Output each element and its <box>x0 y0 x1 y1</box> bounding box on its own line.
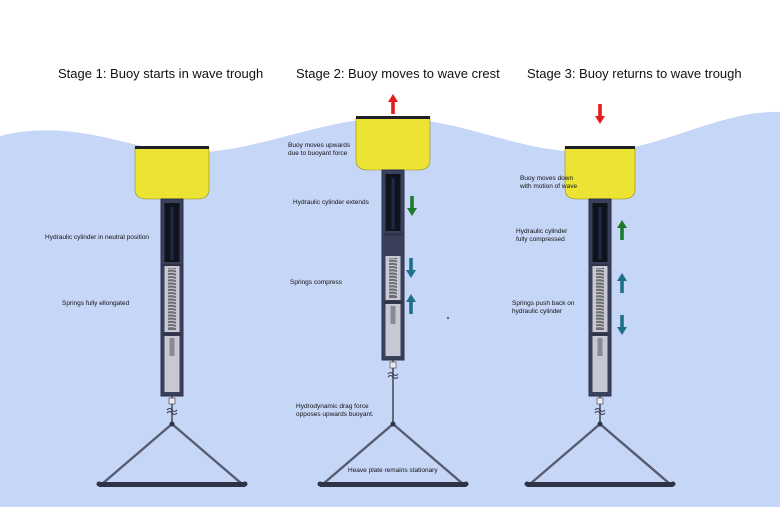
heave-plate-3 <box>527 482 673 487</box>
lower-piston-2 <box>390 306 396 324</box>
device-stage-2 <box>317 94 469 487</box>
tether-break-3 <box>594 408 606 415</box>
lower-piston-3 <box>597 338 603 356</box>
arrow-up-icon <box>617 220 627 240</box>
cylinder-divider-3 <box>591 264 609 267</box>
piston-rod-2 <box>391 178 395 229</box>
stage-1-cylinder-label: Hydraulic cylinder in neutral position <box>45 234 150 241</box>
plate-corner-1-2 <box>242 481 248 487</box>
tether-clip-1 <box>168 397 176 405</box>
buoy-cap-1 <box>135 146 209 149</box>
tether-break-1 <box>166 408 178 415</box>
spring-plate-1 <box>163 333 181 336</box>
plate-legs-1 <box>101 423 243 485</box>
lower-piston-1 <box>169 338 175 356</box>
plate-hub-3 <box>597 421 603 427</box>
buoy-cap-2 <box>356 116 430 119</box>
device-stage-3 <box>524 104 676 487</box>
arrow-up-icon <box>617 273 627 293</box>
buoy-cap-3 <box>565 146 635 149</box>
arrow-down-icon <box>406 258 416 278</box>
plate-corner-3-1 <box>524 481 530 487</box>
stage-1-title: Stage 1: Buoy starts in wave trough <box>58 66 264 81</box>
buoy-1 <box>134 147 210 200</box>
lower-chamber-3 <box>592 336 608 392</box>
buoy-3 <box>564 147 636 200</box>
springs-2 <box>386 258 400 298</box>
plate-hub-2 <box>390 421 396 427</box>
arrow-down-icon <box>595 104 605 124</box>
cylinder-divider-2 <box>384 233 402 236</box>
spring-plate-3 <box>591 333 609 336</box>
stage-2-drag-label: Hydrodynamic drag force opposes upwards … <box>296 403 374 418</box>
piston-rod-1 <box>170 207 174 260</box>
plate-legs-3 <box>529 423 671 485</box>
tether-break-2 <box>387 372 399 379</box>
tether-clip-3 <box>596 397 604 405</box>
plate-hub-1 <box>169 421 175 427</box>
stage-3-springs-label: Springs push back on hydraulic cylinder <box>512 300 575 315</box>
stage-1-springs-label: Springs fully ellongated <box>62 300 130 307</box>
cylinder-divider-1 <box>163 264 181 267</box>
lower-chamber-2 <box>385 304 401 356</box>
plate-corner-2-1 <box>317 481 323 487</box>
heave-plate-2 <box>320 482 466 487</box>
stage-2-plate-label: Heave plate remains stationary <box>348 467 438 474</box>
arrow-up-icon <box>406 294 416 314</box>
buoy-2 <box>355 117 431 171</box>
heave-plate-1 <box>99 482 245 487</box>
plate-corner-1-1 <box>96 481 102 487</box>
arrow-up-icon <box>388 94 398 114</box>
piston-rod-3 <box>598 207 602 260</box>
stage-3-cylinder-label: Hydraulic cylinder fully compressed <box>516 228 568 243</box>
stage-2-title: Stage 2: Buoy moves to wave crest <box>296 66 500 81</box>
stage-3-buoy-label: Buoy moves down with motion of wave <box>520 175 578 190</box>
arrow-down-icon <box>407 196 417 216</box>
plate-corner-2-2 <box>463 481 469 487</box>
water-speck <box>446 316 450 320</box>
device-stage-1 <box>96 146 248 487</box>
plate-corner-3-2 <box>670 481 676 487</box>
plate-legs-2 <box>322 423 464 485</box>
stage-3-title: Stage 3: Buoy returns to wave trough <box>527 66 742 81</box>
arrow-down-icon <box>617 315 627 335</box>
stage-2-cylinder-label: Hydraulic cylinder extends <box>293 199 369 206</box>
lower-chamber-1 <box>164 336 180 392</box>
springs-3 <box>593 268 607 330</box>
stage-2-buoy-label: Buoy moves upwards due to buoyant force <box>288 142 351 157</box>
tether-clip-2 <box>389 361 397 369</box>
stage-2-springs-label: Springs compress <box>290 279 343 286</box>
springs-1 <box>165 268 179 330</box>
spring-plate-2 <box>384 301 402 304</box>
